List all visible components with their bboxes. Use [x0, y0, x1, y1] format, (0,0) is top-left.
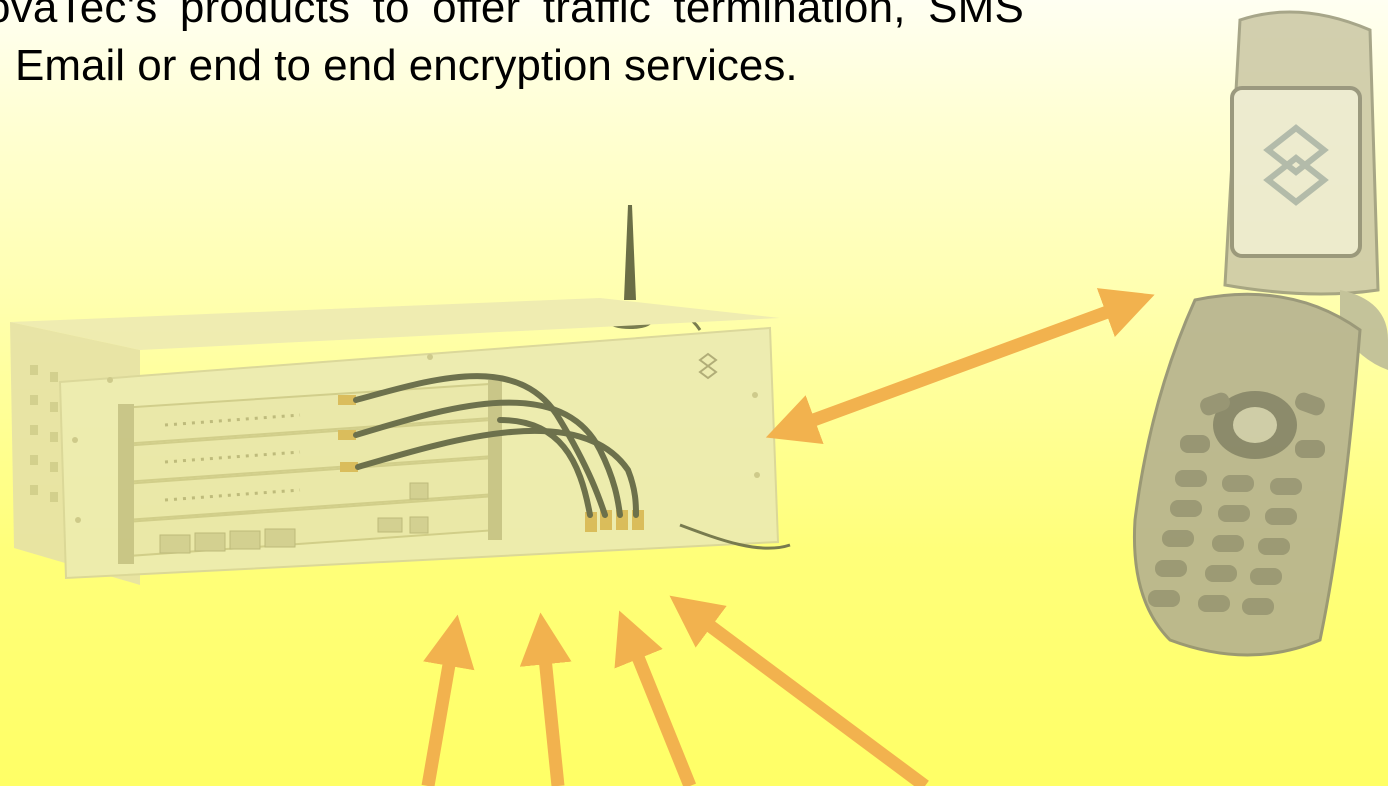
arrow-input-4 [682, 605, 925, 786]
arrow-input-2 [542, 628, 558, 786]
arrow-phone-link [800, 300, 1140, 425]
arrow-input-1 [428, 630, 455, 786]
gateway-device-icon [10, 205, 790, 585]
flip-phone-icon [1134, 12, 1388, 655]
arrow-input-3 [625, 625, 690, 786]
